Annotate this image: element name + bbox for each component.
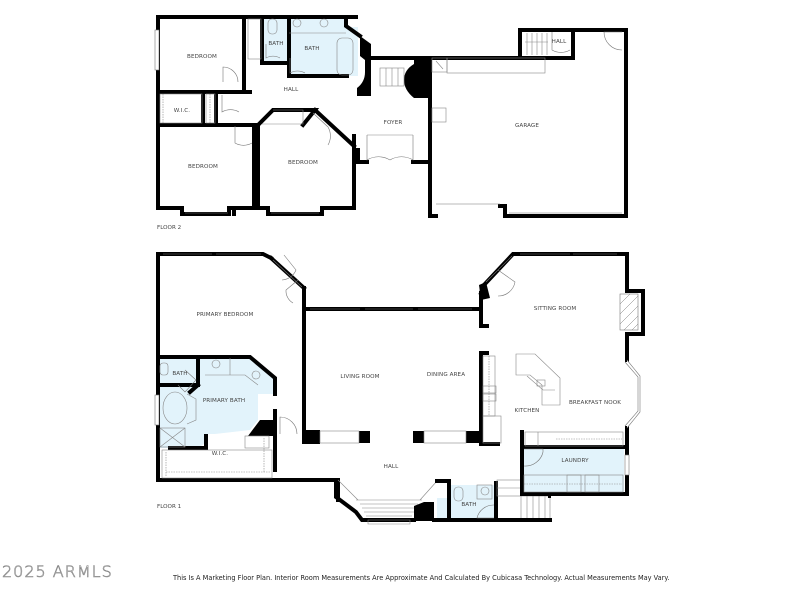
floor-1-label: FLOOR 1 — [157, 504, 182, 510]
room-label-primary-toilet: BATH — [172, 371, 187, 377]
room-label-dining-area: DINING AREA — [427, 372, 465, 378]
room-label-wic-upper: W.I.C. — [174, 108, 191, 114]
room-label-breakfast-nook: BREAKFAST NOOK — [569, 400, 621, 406]
room-label-primary-bath: PRIMARY BATH — [203, 398, 245, 404]
room-label-kitchen: KITCHEN — [515, 408, 540, 414]
floor-2-label: FLOOR 2 — [157, 225, 181, 231]
room-label-garage: GARAGE — [515, 123, 539, 129]
disclaimer-text: This Is A Marketing Floor Plan. Interior… — [173, 574, 670, 582]
room-label-bath-main: BATH — [304, 46, 319, 52]
room-label-half-bath: BATH — [461, 502, 476, 508]
room-label-primary-wic: W.I.C. — [212, 451, 229, 457]
room-label-foyer: FOYER — [384, 120, 403, 126]
room-label-sitting-room: SITTING ROOM — [534, 306, 577, 312]
room-label-bedroom-lower-left: BEDROOM — [188, 164, 218, 170]
room-label-hall-garage: HALL — [552, 39, 567, 45]
floor-1: PRIMARY BEDROOM BATH PRIMARY BATH W.I.C.… — [154, 252, 645, 525]
room-label-bedroom-upper-left: BEDROOM — [187, 54, 217, 60]
room-label-bedroom-middle: BEDROOM — [288, 160, 318, 166]
floor-2: BEDROOM BATH BATH HALL W.I.C. BEDROOM BE… — [154, 15, 628, 231]
room-label-primary-bedroom: PRIMARY BEDROOM — [197, 312, 254, 318]
room-label-living-room: LIVING ROOM — [340, 374, 379, 380]
room-label-bath-small: BATH — [268, 41, 283, 47]
watermark: 2025 ARMLS — [2, 562, 113, 582]
room-label-laundry: LAUNDRY — [561, 458, 589, 464]
room-label-hall-upper: HALL — [284, 87, 299, 93]
room-label-hall-lower: HALL — [384, 464, 399, 470]
